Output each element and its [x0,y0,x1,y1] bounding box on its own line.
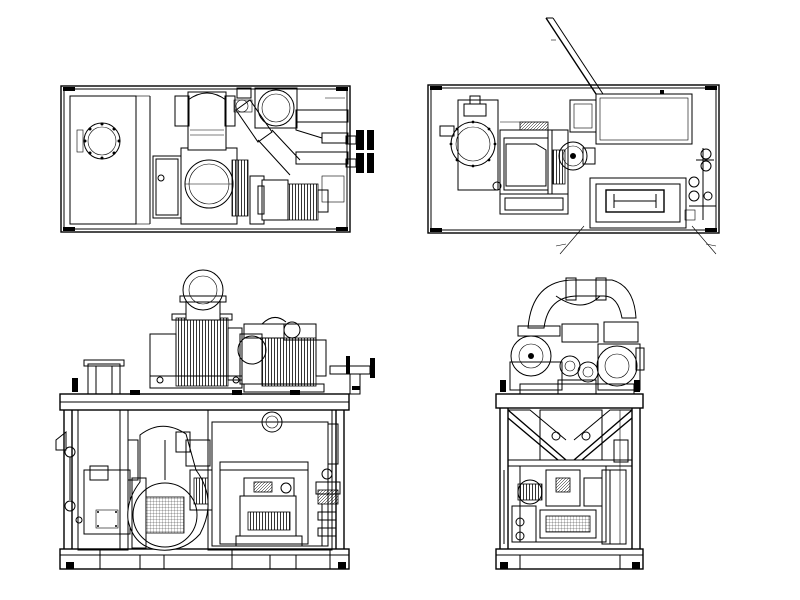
filter-box [605,189,665,213]
side-valve-cluster [315,468,341,546]
motor-body [287,183,319,221]
end-elevation-view [495,277,645,570]
top-blower-assembly [149,269,327,393]
blower-housing [175,317,229,387]
top-view [60,85,374,233]
end-plan-frame [427,84,720,234]
top-motor [261,337,317,387]
base-skid [59,548,350,570]
end-top-elbows [527,277,637,329]
open-lid [545,17,597,95]
side-elevation-view [55,269,375,570]
end-plan-view [427,17,720,255]
valve-train-right [684,148,716,221]
blower-volute [127,425,209,551]
end-base-skid [495,548,644,570]
tank-outline [69,95,137,225]
